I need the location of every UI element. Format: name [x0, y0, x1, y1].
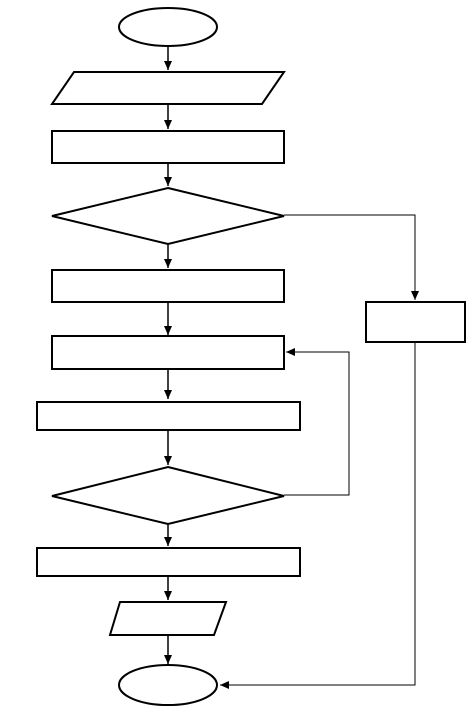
node-decision-2: [51, 465, 285, 526]
edges: [164, 46, 419, 689]
decision-2-diamond-shape: [51, 465, 285, 526]
node-process-3: [51, 335, 285, 370]
process-3-rect-shape: [51, 335, 285, 370]
node-decision-1: [51, 186, 285, 246]
edge-decision-1-side-process: [284, 214, 419, 300]
end-terminal-shape: [118, 664, 218, 706]
process-5-rect-shape: [36, 547, 301, 577]
node-process-2: [51, 269, 285, 303]
side-process-rect-shape: [365, 301, 466, 343]
start-terminal-shape: [118, 7, 218, 47]
process-4-rect-shape: [36, 401, 301, 431]
node-output: [108, 601, 228, 636]
node-side-process: [365, 301, 466, 343]
node-end: [118, 664, 218, 706]
node-process-5: [36, 547, 301, 577]
nodes: [36, 7, 466, 706]
edge-side-process-end: [220, 342, 416, 689]
output-parallelogram-shape: [108, 601, 228, 636]
node-input: [50, 71, 286, 105]
decision-1-diamond-shape: [51, 186, 285, 246]
node-process-4: [36, 401, 301, 431]
process-1-rect-shape: [51, 130, 285, 164]
node-process-1: [51, 130, 285, 164]
process-2-rect-shape: [51, 269, 285, 303]
input-parallelogram-shape: [50, 71, 286, 105]
edge-decision-2-process-3-loop: [284, 348, 350, 496]
node-start: [118, 7, 218, 47]
